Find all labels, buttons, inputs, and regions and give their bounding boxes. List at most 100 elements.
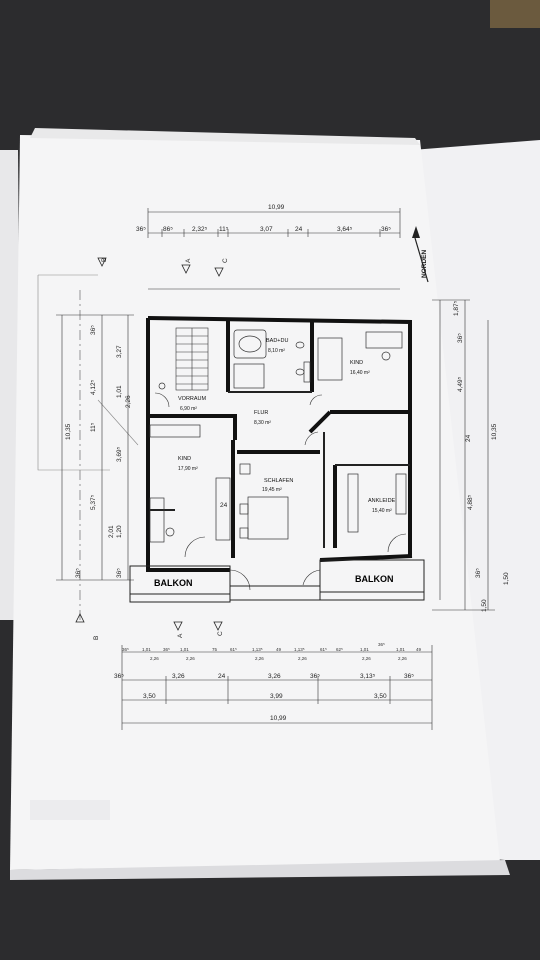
dim-bottom-r1: 75	[212, 647, 218, 652]
dim-bottom-r1: 1,13⁵	[294, 647, 305, 652]
dim-bottom-row3: 3,50 3,99 3,50	[143, 693, 387, 700]
room-name-schlafen: SCHLAFEN	[264, 478, 293, 484]
dim-left-outer: 10,35	[65, 423, 72, 440]
right-dimensions	[432, 299, 495, 611]
room-area-bad: 8,10 m²	[268, 348, 285, 354]
north-label: NORDEN	[421, 250, 428, 278]
dim-bottom-r1b: 2,26	[150, 656, 159, 661]
dim-bottom-r1: 49	[416, 647, 422, 652]
dim-right-part: 36⁵	[475, 568, 482, 578]
dim-top-part: 3,64⁵	[337, 226, 353, 233]
room-area-kind-w: 17,90 m²	[178, 466, 198, 472]
door-swings	[154, 392, 407, 591]
dim-right-part: 24	[465, 434, 472, 442]
dim-bottom-r2: 36⁵	[404, 673, 414, 680]
dim-bottom-r2: 24	[218, 673, 226, 680]
dim-left: 2,26	[125, 395, 132, 408]
dim-bottom-r2: 3,26	[268, 673, 281, 680]
room-name-kind-w: KIND	[178, 456, 191, 462]
sheet-stack-bottom	[10, 860, 510, 880]
dim-right-part: 4,49⁵	[457, 376, 464, 392]
dim-bottom-r1b: 2,26	[298, 656, 307, 661]
dim-bottom-r1: 1,01	[360, 647, 369, 652]
dim-bottom-r1: 1,01	[180, 647, 189, 652]
dim-right-outer: 10,35	[491, 423, 498, 440]
dim-right-part: 1,50	[481, 599, 488, 612]
dim-right: 1,87⁵ 36⁵ 4,49⁵ 24 4,88⁵ 36⁵ 1,50 10,35 …	[453, 300, 510, 612]
dim-left: 2,01	[108, 525, 115, 538]
dim-top-part: 3,07	[260, 226, 273, 233]
room-name-balkon-left: BALKON	[154, 578, 193, 588]
room-name-flur: FLUR	[254, 410, 268, 416]
dim-left: 1,20	[116, 525, 123, 538]
room-name-vorraum: VORRAUM	[178, 396, 207, 402]
dim-right-part: 36⁵	[457, 333, 464, 343]
dim-bottom-r2: 3,26	[172, 673, 185, 680]
section-mark-a-top: A	[185, 258, 192, 263]
room-name-balkon-right: BALKON	[355, 574, 394, 584]
dim-bottom-r1b: 2,26	[362, 656, 371, 661]
dim-bottom-r1: 36⁵	[163, 647, 170, 652]
dim-bottom-r2: 36⁵	[114, 673, 124, 680]
dim-right-outer: 1,50	[503, 572, 510, 585]
room-name-bad: BAD+DU	[266, 338, 288, 344]
dim-top-part: 2,32⁵	[192, 226, 208, 233]
room-name-kind-ne: KIND	[350, 360, 363, 366]
balconies	[129, 559, 425, 603]
room-area-schlafen: 19,45 m²	[262, 487, 282, 493]
room-labels: BAD+DU 8,10 m² KIND 16,40 m² VORRAUM 6,9…	[154, 338, 396, 588]
dim-bottom-r1b: 2,26	[398, 656, 407, 661]
dim-right-part: 4,88⁵	[467, 494, 474, 510]
dim-left: 36⁵	[90, 325, 97, 335]
rattan-object	[490, 0, 540, 28]
dim-bottom-row1: 36⁵ 1,01 36⁵ 1,01 75 61⁵ 1,13⁵ 49 1,13⁵ …	[122, 642, 422, 661]
dim-right-part: 1,87⁵	[453, 300, 460, 316]
dim-top-part: 11⁵	[219, 226, 229, 233]
dim-top-part: 36⁵	[381, 226, 391, 233]
dim-left: 11⁵	[90, 422, 97, 432]
section-mark-b-bottom: B	[93, 636, 100, 640]
dim-left: 36⁵	[75, 568, 82, 578]
dim-bottom-r1: 1,01	[396, 647, 405, 652]
dim-left: 3,69⁵	[116, 446, 123, 462]
dim-left-inner: 36⁵ 3,27 1,01 2,26 11⁵ 3,69⁵ 2,01 1,20 3…	[65, 325, 132, 578]
dim-bottom-r1: 61⁵	[320, 647, 327, 652]
dim-bottom-r1: 1,13⁵	[252, 647, 263, 652]
dim-top-part: 24	[295, 226, 303, 233]
main-sheet	[10, 135, 500, 870]
bathroom-fixtures	[233, 329, 311, 389]
dim-top-total: 10,99	[268, 204, 285, 211]
roof-outline	[37, 274, 139, 471]
dim-top-parts: 36⁵ 86⁵ 2,32⁵ 11⁵ 3,07 24 3,64⁵ 36⁵	[136, 226, 391, 233]
dim-left-mid: 4,12⁵	[90, 379, 97, 395]
dim-bottom-r1: 62⁵	[336, 647, 343, 652]
walls	[146, 316, 413, 572]
room-area-vorraum: 6,90 m²	[180, 406, 197, 412]
furniture	[149, 331, 407, 543]
section-mark-c-top: C	[222, 258, 229, 263]
dim-bottom-r3: 3,99	[270, 693, 283, 700]
inner-partitions	[150, 391, 410, 548]
section-mark-a-bottom: A	[177, 633, 184, 638]
dim-top-part: 36⁵	[136, 226, 146, 233]
sheet-stack-top	[30, 128, 420, 145]
dim-bottom-r1: 61⁵	[230, 647, 237, 652]
section-mark-c-bottom: C	[217, 631, 224, 636]
dim-bottom-r2: 36⁵	[310, 673, 320, 680]
wall-thickness-label: 24	[220, 502, 228, 509]
room-area-ankleide: 15,40 m²	[372, 508, 392, 514]
dim-left: 3,27	[116, 345, 123, 358]
section-marks: B A C B A C	[75, 257, 229, 640]
dim-bottom-r1: 1,01	[142, 647, 151, 652]
north-marker: NORDEN	[412, 226, 429, 283]
room-name-ankleide: ANKLEIDE	[368, 498, 396, 504]
dim-bottom-r1: 36⁵	[378, 642, 385, 647]
dim-bottom-r3: 3,50	[374, 693, 387, 700]
bottom-dimension-lines	[121, 645, 433, 730]
dim-bottom-r1: 49	[276, 647, 282, 652]
section-mark-b-top: B	[101, 258, 108, 262]
dim-left: 1,01	[116, 385, 123, 398]
dim-bottom-r1b: 2,26	[186, 656, 195, 661]
top-dimensions	[147, 208, 401, 290]
